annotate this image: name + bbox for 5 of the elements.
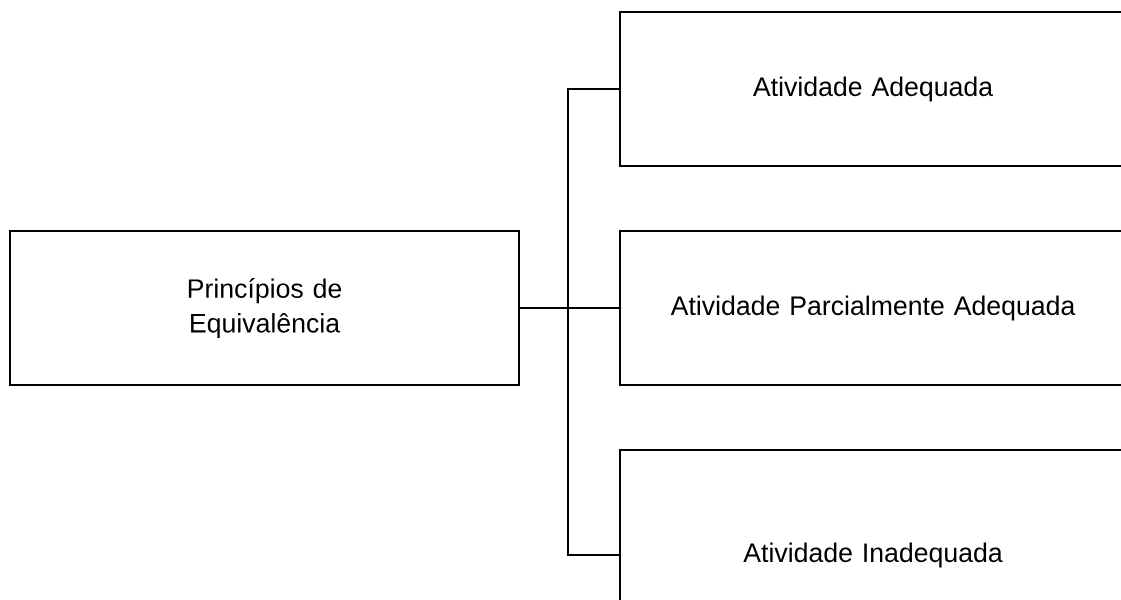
box: Princípios de Equivalência [9, 230, 520, 386]
connector [518, 307, 621, 556]
box: Atividade Adequada [619, 11, 1121, 167]
box: Atividade Inadequada [619, 449, 1121, 600]
box: Atividade Parcialmente Adequada [619, 230, 1121, 386]
